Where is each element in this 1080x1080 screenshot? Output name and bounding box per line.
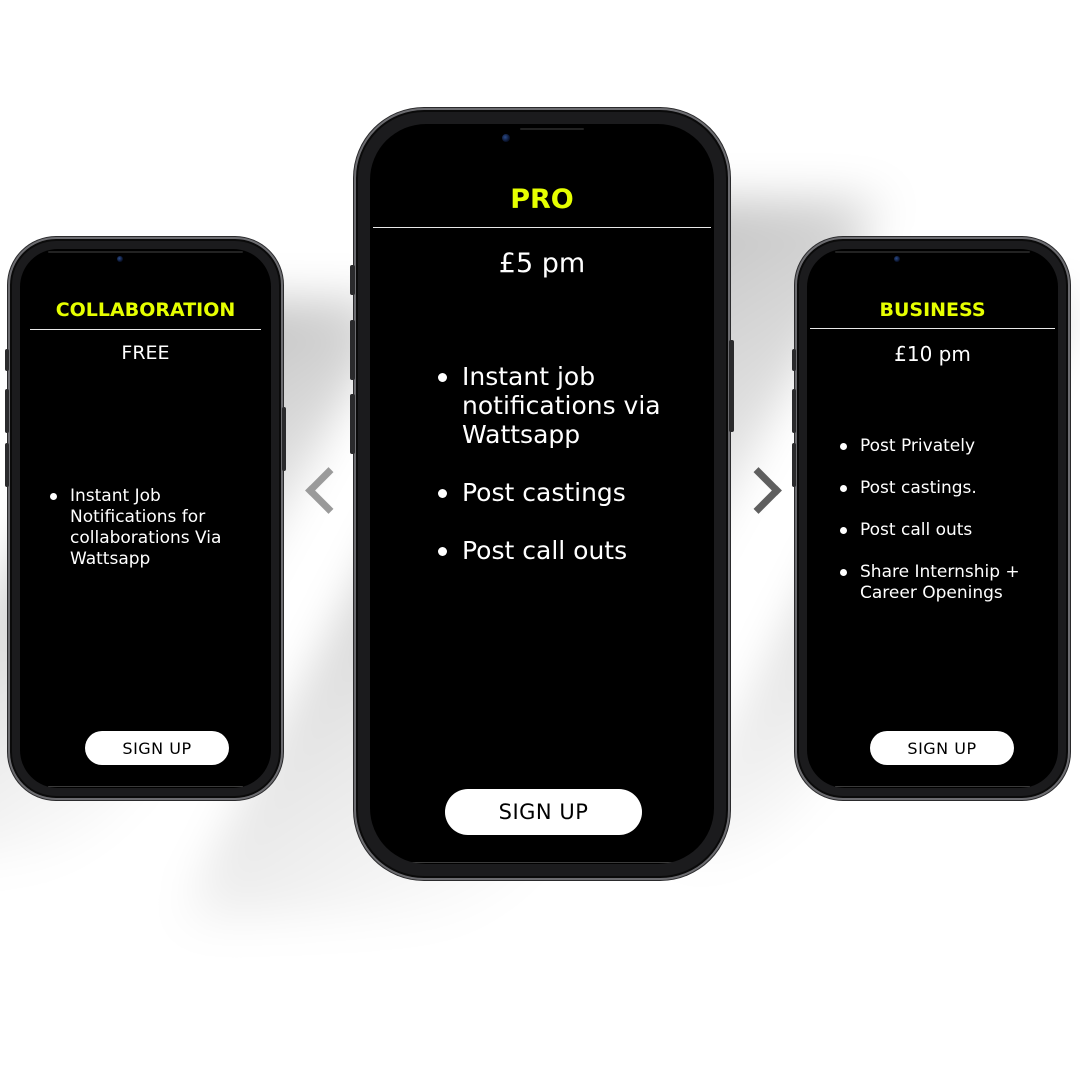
phone-screen: COLLABORATION FREE Instant Job Notificat… [20, 249, 271, 788]
title-divider [30, 329, 261, 330]
phone-side-button [5, 349, 9, 371]
phone-side-button [350, 320, 355, 380]
feature-item: Instant Job Notifications for collaborat… [50, 486, 260, 570]
feature-item: Post Privately [840, 436, 1050, 457]
phone-side-button [792, 349, 796, 371]
feature-item: Post call outs [840, 520, 1050, 541]
feature-item: Post castings [438, 478, 702, 507]
feature-list: Instant job notifications via Wattsapp P… [438, 362, 702, 594]
phone-collaboration: COLLABORATION FREE Instant Job Notificat… [5, 237, 286, 800]
phone-screen: PRO £5 pm Instant job notifications via … [370, 124, 714, 864]
phone-bottom-bar [410, 862, 674, 863]
feature-list: Instant Job Notifications for collaborat… [50, 486, 260, 570]
plan-title: COLLABORATION [55, 299, 236, 321]
title-divider [810, 328, 1055, 329]
feature-item: Post castings. [840, 478, 1050, 499]
feature-item: Instant job notifications via Wattsapp [438, 362, 702, 449]
feature-item: Post call outs [438, 536, 702, 565]
phone-side-button [5, 443, 9, 487]
feature-item: Share Internship + Career Openings [840, 562, 1050, 604]
plan-price: £10 pm [894, 342, 971, 366]
phone-bottom-bar [48, 786, 243, 787]
plan-title: PRO [510, 184, 574, 215]
phone-top-bar [520, 128, 584, 130]
chevron-left-icon[interactable] [305, 467, 352, 514]
phone-screen: BUSINESS £10 pm Post Privately Post cast… [807, 249, 1058, 788]
sign-up-button[interactable]: SIGN UP [445, 789, 642, 835]
feature-list: Post Privately Post castings. Post call … [840, 436, 1050, 625]
title-divider [373, 227, 711, 228]
phone-side-button [282, 407, 286, 471]
phone-top-bar [835, 251, 1030, 253]
phone-side-button [792, 443, 796, 487]
phone-side-button [5, 389, 9, 433]
phone-side-button [350, 394, 355, 454]
sign-up-button[interactable]: SIGN UP [870, 731, 1014, 765]
plan-title: BUSINESS [879, 299, 986, 321]
camera-icon [117, 256, 123, 262]
plan-price: FREE [121, 342, 170, 364]
camera-icon [894, 256, 900, 262]
sign-up-button[interactable]: SIGN UP [85, 731, 229, 765]
phone-side-button [792, 389, 796, 433]
phone-pro: PRO £5 pm Instant job notifications via … [350, 108, 734, 880]
phone-side-button [350, 265, 355, 295]
phone-side-button [729, 340, 734, 432]
phone-bottom-bar [835, 786, 1030, 787]
plan-price: £5 pm [498, 248, 586, 279]
phone-top-bar [48, 251, 243, 253]
camera-icon [502, 134, 510, 142]
phone-business: BUSINESS £10 pm Post Privately Post cast… [792, 237, 1070, 800]
